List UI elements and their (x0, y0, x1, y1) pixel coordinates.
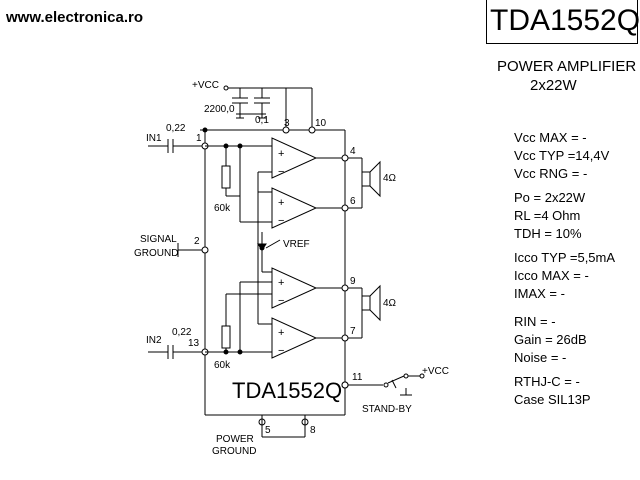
cin2-label: 0,22 (172, 327, 192, 338)
spec-case: Case SIL13P (514, 392, 591, 407)
spec-vcc-max: Vcc MAX = - (514, 130, 587, 145)
input-2 (148, 294, 272, 359)
spec-rin: RIN = - (514, 314, 556, 329)
standby-label: STAND-BY (362, 404, 412, 415)
title-box (486, 0, 638, 44)
spec-po: Po = 2x22W (514, 190, 586, 205)
opamp-1: + − (258, 137, 345, 179)
signal-ground (177, 243, 209, 257)
res1-label: 60k (214, 203, 231, 214)
power-ground (258, 415, 309, 438)
vcc-terminal (223, 85, 229, 91)
pin-5: 5 (265, 425, 271, 436)
svg-text:+: + (278, 197, 284, 209)
svg-text:+: + (278, 148, 284, 160)
signal-ground-label-1: SIGNAL (140, 234, 177, 245)
in2-label: IN2 (146, 335, 162, 346)
svg-text:−: − (278, 215, 284, 227)
pin-2: 2 (194, 236, 200, 247)
pin-8: 8 (310, 425, 316, 436)
function-title: POWER AMPLIFIER (497, 58, 637, 75)
chip-body-label: TDA1552Q (232, 378, 342, 403)
pin-7: 7 (350, 326, 356, 337)
chip-title: TDA1552Q (490, 4, 640, 37)
function-power: 2x22W (530, 77, 577, 94)
pin-11: 11 (352, 372, 363, 383)
spec-vcc-rng: Vcc RNG = - (514, 166, 588, 181)
spec-noise: Noise = - (514, 350, 567, 365)
opamp-3: + − (226, 267, 345, 352)
svg-text:+: + (278, 277, 284, 289)
spec-imax: IMAX = - (514, 286, 565, 301)
res2-label: 60k (214, 360, 231, 371)
vref-node (257, 232, 281, 272)
speaker-1 (341, 154, 381, 212)
speaker-2 (341, 284, 381, 342)
site-url: www.electronica.ro (6, 9, 143, 26)
input-1 (148, 139, 272, 197)
cap-big-label: 2200,0 (204, 104, 235, 115)
svg-text:+: + (278, 327, 284, 339)
pin-13: 13 (188, 338, 200, 349)
spec-rl: RL =4 Ohm (514, 208, 581, 223)
spec-thd: TDH = 10% (514, 226, 582, 241)
spec-vcc-typ: Vcc TYP =14,4V (514, 148, 610, 163)
supply-capacitors (232, 88, 270, 119)
pin-9: 9 (350, 276, 356, 287)
cin1-label: 0,22 (166, 123, 186, 134)
spec-icco-typ: Icco TYP =5,5mA (514, 250, 616, 265)
vref-label: VREF (283, 239, 310, 250)
pin-10: 10 (315, 118, 327, 129)
power-ground-label-2: GROUND (212, 446, 256, 457)
power-ground-label-1: POWER (216, 434, 254, 445)
spec-icco-max: Icco MAX = - (514, 268, 589, 283)
spec-rthj: RTHJ-C = - (514, 374, 580, 389)
pin-3: 3 (284, 118, 290, 129)
svg-text:−: − (278, 345, 284, 357)
chip-outline (204, 130, 345, 416)
svg-text:−: − (278, 295, 284, 307)
load2-label: 4Ω (383, 298, 397, 309)
signal-ground-label-2: GROUND (134, 248, 178, 259)
svg-text:−: − (278, 166, 284, 178)
pin-1: 1 (196, 133, 202, 144)
load1-label: 4Ω (383, 173, 397, 184)
vcc-switch-label: +VCC (422, 366, 449, 377)
opamp-4: + − (257, 258, 345, 359)
pin-4: 4 (350, 146, 356, 157)
in1-label: IN1 (146, 133, 162, 144)
cap-small-label: 0,1 (255, 115, 269, 126)
spec-gain: Gain = 26dB (514, 332, 587, 347)
pin-6: 6 (350, 196, 356, 207)
vcc-top-label: +VCC (192, 80, 219, 91)
